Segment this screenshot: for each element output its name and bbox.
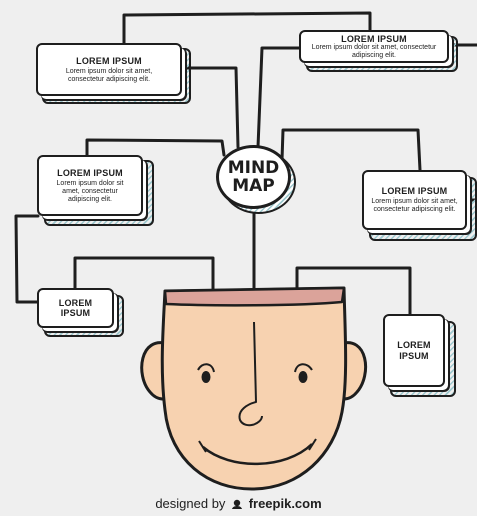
mouth bbox=[202, 443, 313, 466]
mouth-left-dimple bbox=[198, 440, 207, 453]
idea-box-low-right: LOREM IPSUM bbox=[383, 314, 445, 387]
idea-box-title: LOREM IPSUM bbox=[57, 167, 123, 178]
connector-mid-right bbox=[280, 128, 422, 172]
idea-box-text: Lorem ipsum dolor sit amet, consectetur … bbox=[371, 198, 458, 213]
credit-line: designed by freepik.com bbox=[0, 496, 477, 511]
left-eye-arc bbox=[197, 363, 215, 373]
mind-map-hub: MIND MAP bbox=[216, 145, 291, 209]
idea-box-text: Lorem ipsum dolor sit amet, consectetur … bbox=[65, 67, 153, 83]
idea-box-mid-right: LOREM IPSUM Lorem ipsum dolor sit amet, … bbox=[362, 170, 467, 230]
mouth-right-dimple bbox=[308, 438, 317, 451]
face bbox=[160, 286, 348, 491]
idea-box-top-left: LOREM IPSUM Lorem ipsum dolor sit amet, … bbox=[36, 43, 182, 96]
head-inside bbox=[163, 286, 346, 307]
connector-top bbox=[122, 11, 372, 47]
credit-prefix: designed by bbox=[155, 496, 226, 511]
connector-low-left bbox=[73, 256, 215, 292]
idea-box-title: LOREM IPSUM bbox=[397, 339, 431, 361]
connector-mid-left bbox=[85, 138, 226, 157]
idea-box-title: LOREM IPSUM bbox=[381, 186, 448, 196]
nose bbox=[238, 321, 263, 427]
left-eye bbox=[201, 371, 211, 383]
idea-box-text: Lorem ipsum dolor sit amet, consectetur … bbox=[56, 179, 124, 203]
idea-box-top-right: LOREM IPSUM Lorem ipsum dolor sit amet, … bbox=[299, 30, 449, 63]
right-eye-arc bbox=[294, 363, 313, 373]
hub-line-1: MIND bbox=[227, 158, 280, 178]
hub-line-2: MAP bbox=[232, 176, 275, 196]
idea-box-text: Lorem ipsum dolor sit amet, consectetur … bbox=[311, 43, 437, 59]
connector-top-left bbox=[183, 66, 240, 149]
freepik-logo-icon bbox=[232, 499, 243, 509]
right-eye bbox=[298, 371, 308, 383]
idea-box-title: LOREM IPSUM bbox=[58, 298, 93, 318]
idea-box-mid-left: LOREM IPSUM Lorem ipsum dolor sit amet, … bbox=[37, 155, 143, 216]
connector-left-down bbox=[14, 214, 40, 304]
idea-box-title: LOREM IPSUM bbox=[76, 55, 142, 66]
head-illustration bbox=[140, 286, 368, 491]
idea-box-low-left: LOREM IPSUM bbox=[37, 288, 114, 328]
connector-top-right bbox=[256, 46, 302, 149]
idea-box-title: LOREM IPSUM bbox=[341, 33, 407, 44]
connector-low-right bbox=[295, 266, 412, 316]
credit-brand: freepik.com bbox=[248, 496, 322, 511]
